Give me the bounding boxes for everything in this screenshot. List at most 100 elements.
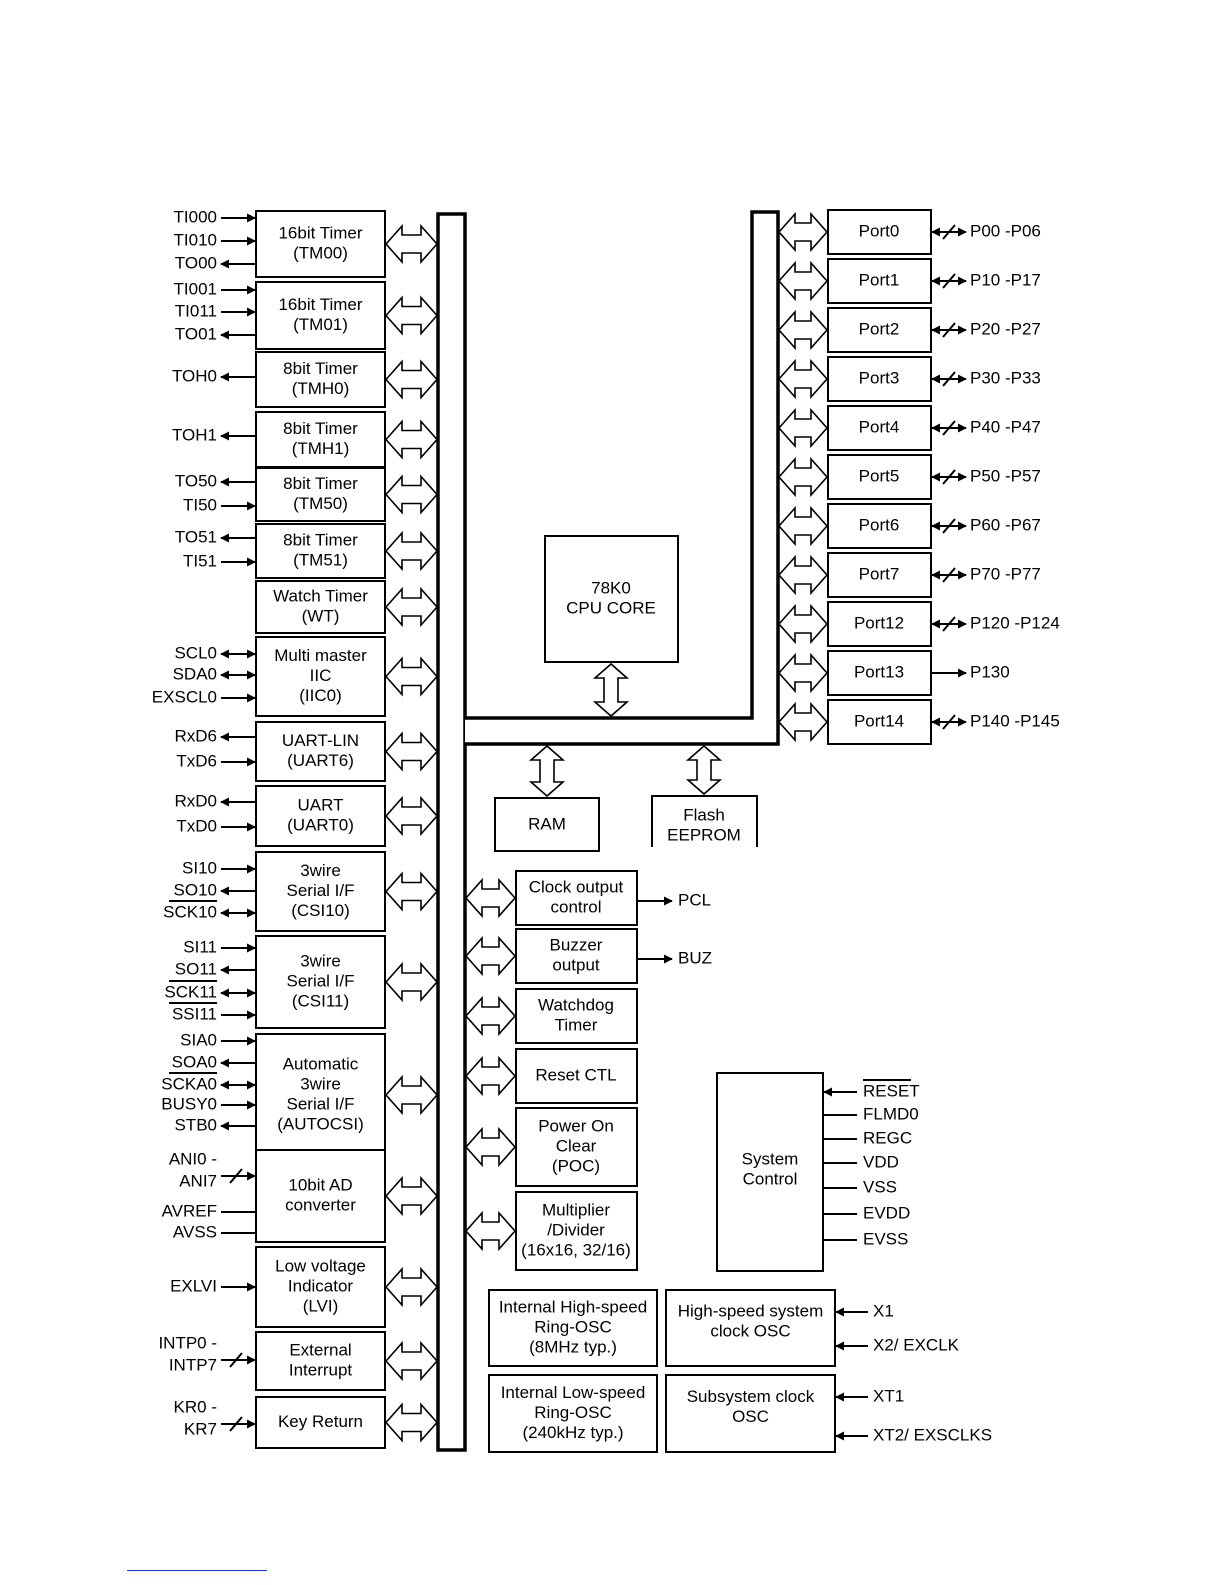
block-multiplier: Multiplier/Divider(16x16, 32/16) [464, 1191, 638, 1271]
ext-int-label: External [289, 1340, 351, 1359]
lvi-bus-arrow [384, 1266, 439, 1308]
uart0-label: UART [298, 795, 344, 814]
flash-clip [650, 847, 760, 855]
tm51-box [255, 523, 386, 579]
bus-slash [229, 1352, 243, 1368]
bus-slash [229, 1168, 243, 1184]
iic0-label: (IIC0) [299, 686, 342, 705]
footer-link-underline[interactable] [127, 1570, 267, 1571]
signal-AVREF: AVREF [162, 1201, 217, 1220]
uart0-label: (UART0) [287, 815, 354, 834]
wt-label: Watch Timer [273, 586, 368, 605]
port-bus-arrow [777, 456, 829, 498]
port-label: Port2 [859, 319, 900, 338]
bus-slash [942, 224, 956, 240]
port-pins: P120 -P124 [970, 613, 1060, 632]
ram-label: RAM [528, 814, 566, 833]
tm50-label: 8bit Timer [283, 474, 358, 493]
tmh0-bus-arrow [384, 359, 439, 400]
watchdog-bus-arrow [464, 995, 517, 1037]
tm00-box [255, 210, 386, 278]
signal-TI000: TI000 [174, 207, 217, 226]
signal-SCKA0: SCKA0 [161, 1074, 217, 1093]
port-pins: P70 -P77 [970, 564, 1041, 583]
port-label: Port12 [854, 613, 904, 632]
buzzer-bus-arrow [464, 935, 517, 977]
csi10-bus-arrow [384, 871, 439, 912]
internal-low-osc-box [488, 1374, 658, 1453]
port-bus-arrow [777, 554, 829, 596]
iic0-label: Multi master [274, 646, 367, 665]
pin-flmd0: FLMD0 [863, 1104, 919, 1123]
buzzer-label: Buzzer [550, 935, 603, 954]
ram-bus-arrow [528, 744, 566, 798]
internal-low-osc-label: Ring-OSC [534, 1403, 611, 1422]
pin-x1: X1 [873, 1301, 894, 1320]
clock-output-label: control [550, 897, 601, 916]
port-label: Port13 [854, 662, 904, 681]
watchdog-label: Timer [555, 1015, 598, 1034]
wt-bus-arrow [384, 586, 439, 628]
signal-SCK10: SCK10 [163, 902, 217, 921]
pin-x2exclk: X2/ EXCLK [873, 1335, 960, 1354]
signal-SIA0: SIA0 [180, 1030, 217, 1049]
block-reset-ctl: Reset CTL [464, 1048, 638, 1104]
poc-box [515, 1107, 638, 1187]
buzzer-label: output [552, 955, 600, 974]
pin-regc: REGC [863, 1128, 912, 1147]
port-port7: Port7 P70 -P77 [777, 552, 1041, 598]
tm51-bus-arrow [384, 530, 439, 572]
port-bus-arrow [777, 260, 829, 302]
signal-TxD6: TxD6 [176, 751, 217, 770]
tm01-bus-arrow [384, 295, 439, 336]
signal-TO00: TO00 [175, 253, 217, 272]
port-bus-arrow [777, 603, 829, 645]
signal-KR7: KR7 [184, 1419, 217, 1438]
vertical-bus-left [436, 212, 467, 1452]
signal-ANI0: ANI0 - [169, 1149, 217, 1168]
port-bus-arrow [777, 211, 829, 253]
port-label: Port7 [859, 564, 900, 583]
csi10-label: 3wire [300, 861, 341, 880]
pin-evdd: EVDD [863, 1203, 910, 1222]
watchdog-label: Watchdog [538, 995, 614, 1014]
signal-EXSCL0: EXSCL0 [152, 687, 217, 706]
csi10-box [255, 851, 386, 932]
uart0-bus-arrow [384, 795, 439, 837]
internal-bus [436, 210, 780, 1452]
port-label: Port4 [859, 417, 900, 436]
port-pins: P00 -P06 [970, 221, 1041, 240]
port-pins: P60 -P67 [970, 515, 1041, 534]
signal-TO50: TO50 [175, 471, 217, 490]
key-return-bus-arrow [384, 1402, 439, 1443]
uart6-label: (UART6) [287, 751, 354, 770]
output-buz: BUZ [678, 948, 712, 967]
signal-TI51: TI51 [183, 551, 217, 570]
csi11-label: 3wire [300, 951, 341, 970]
output-pcl: PCL [678, 890, 711, 909]
port-label: Port14 [854, 711, 904, 730]
signal-AVSS: AVSS [173, 1222, 217, 1241]
pin-vss: VSS [863, 1177, 897, 1196]
tmh0-box [255, 351, 386, 408]
tmh1-label: (TMH1) [292, 439, 350, 458]
tmh0-label: 8bit Timer [283, 359, 358, 378]
signal-SSI11: SSI11 [172, 1004, 217, 1023]
block-tmh0: 8bit Timer(TMH0)TOH0 [172, 351, 439, 408]
